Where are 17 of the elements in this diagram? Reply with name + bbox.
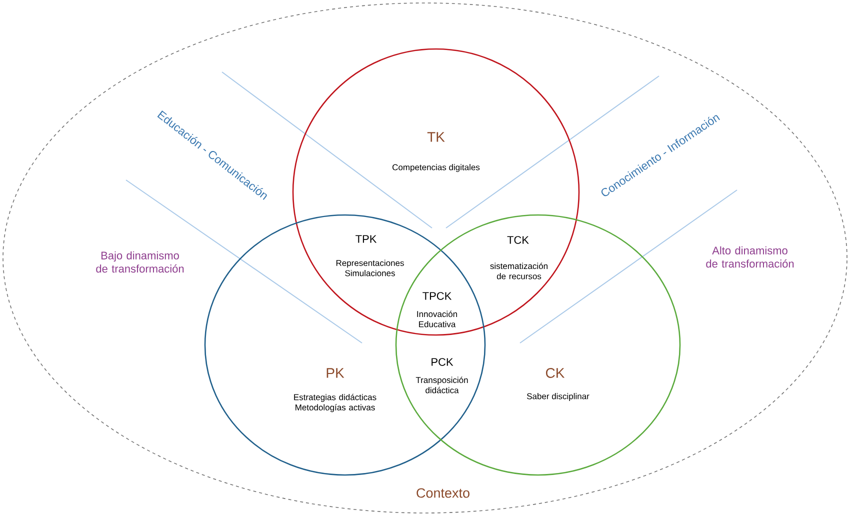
region-label: TCK bbox=[507, 236, 529, 244]
region-label: Alto dinamismo de transformación bbox=[706, 246, 794, 268]
region-label: PCK bbox=[432, 358, 454, 366]
region-label: Transposición didáctica bbox=[416, 376, 468, 394]
region-label: TPCK bbox=[422, 292, 452, 300]
heading-text: PK bbox=[326, 368, 344, 378]
body-text: Saber disciplinar bbox=[526, 393, 590, 401]
region-label: TPK bbox=[356, 235, 377, 243]
body-text: Estrategias didácticas Metodologías activas bbox=[294, 394, 376, 412]
heading-text: TK bbox=[427, 132, 445, 142]
body-text: Competencias digitales bbox=[392, 164, 480, 172]
heading-text: CK bbox=[546, 368, 565, 378]
region-label: Innovación Educativa bbox=[417, 310, 457, 328]
region-label: sistematización de recursos bbox=[490, 262, 548, 280]
region-label: Representaciones Simulaciones bbox=[336, 260, 404, 276]
region-label: Bajo dinamismo de transformación bbox=[96, 251, 184, 273]
heading-text: Contexto bbox=[416, 488, 470, 498]
